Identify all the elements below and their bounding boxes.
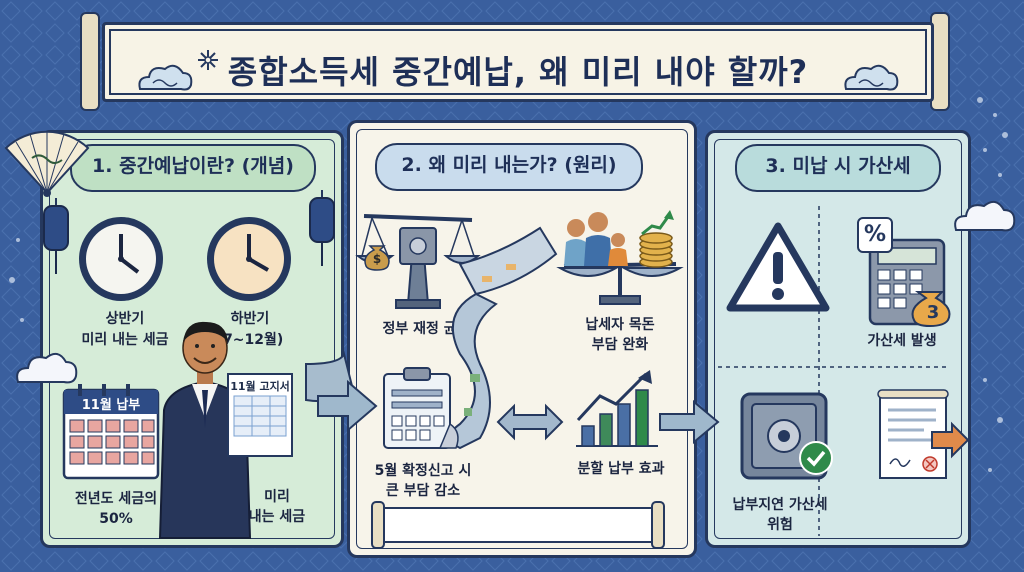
calendar-label: 11월 납부: [81, 398, 141, 413]
last-year-label-2: 50%: [99, 511, 133, 527]
cloud-icon: [138, 64, 193, 91]
money-bag-icon: $: [362, 240, 392, 271]
family-icon: [556, 212, 684, 305]
may-label-2: 큰 부담 감소: [385, 483, 461, 499]
arrow-right-icon: [317, 379, 378, 433]
taxpayer-label-2: 부담 완화: [591, 337, 649, 353]
locked-safe-icon: [740, 392, 833, 480]
section2-header: 2. 왜 미리 내는가? (원리): [375, 143, 643, 191]
section1-header: 1. 중간예납이란? (개념): [70, 144, 316, 192]
gov-balance-label: 정부 재정 균형: [382, 321, 470, 337]
last-year-label-1: 전년도 세금의: [74, 491, 158, 507]
installment-label: 분할 납부 효과: [577, 461, 665, 477]
first-half-label-2: 미리 내는 세금: [81, 332, 169, 348]
percent-symbol: %: [863, 222, 887, 247]
panel-principle: [347, 120, 697, 558]
divider: [718, 366, 948, 368]
bag-number: 3: [926, 302, 940, 323]
first-half-label-1: 상반기: [105, 311, 145, 327]
may-label-1: 5월 확정신고 시: [374, 463, 472, 479]
prepaid-label-1: 미리: [264, 489, 290, 505]
bar-chart-icon: [576, 370, 658, 447]
late-label-1: 납부지연 가산세: [732, 497, 828, 513]
calendar-icon: 11월 납부: [62, 384, 160, 480]
arrow-right-icon: [659, 399, 720, 445]
growth-arrow-icon: [641, 210, 674, 236]
taxpayer-label-1: 납세자 목돈: [585, 317, 655, 333]
flower-icon: [198, 50, 218, 70]
fan-icon: [4, 130, 90, 197]
cloud-icon: [844, 64, 899, 91]
contract-icon: [877, 389, 970, 479]
calculator-icon: % 3: [856, 214, 956, 328]
second-half-label-2: (7~12월): [216, 332, 284, 348]
warning-icon: [726, 222, 830, 312]
divider: [818, 206, 820, 536]
section3-header: 3. 미납 시 가산세: [735, 144, 941, 192]
scroll-rod-left: [80, 12, 100, 111]
notice-icon: 11월 고지서: [226, 372, 294, 458]
page-title: 종합소득세 중간예납, 왜 미리 내야 할까?: [227, 53, 809, 91]
clipboard-icon: [383, 367, 459, 449]
cloud-icon: [954, 200, 1016, 232]
double-arrow-icon: [496, 403, 564, 441]
cloud-icon: [16, 352, 78, 384]
second-half-label-1: 하반기: [230, 311, 270, 327]
title-banner: 종합소득세 중간예납, 왜 미리 내야 할까?: [102, 22, 934, 102]
title-scroll: 종합소득세 중간예납, 왜 미리 내야 할까?: [80, 12, 950, 111]
clock-icon: [79, 217, 163, 301]
clock-icon: [207, 217, 291, 301]
ribbon-icon: [305, 226, 558, 450]
lantern-icon: [43, 198, 69, 274]
prepaid-label-2: 내는 세금: [248, 509, 306, 525]
scroll-icon: [371, 501, 665, 549]
coins-icon: [639, 232, 673, 268]
notice-label: 11월 고지서: [230, 380, 290, 393]
surcharge-label: 가산세 발생: [867, 333, 937, 349]
lantern-icon: [309, 190, 335, 266]
late-label-2: 위험: [767, 517, 793, 533]
